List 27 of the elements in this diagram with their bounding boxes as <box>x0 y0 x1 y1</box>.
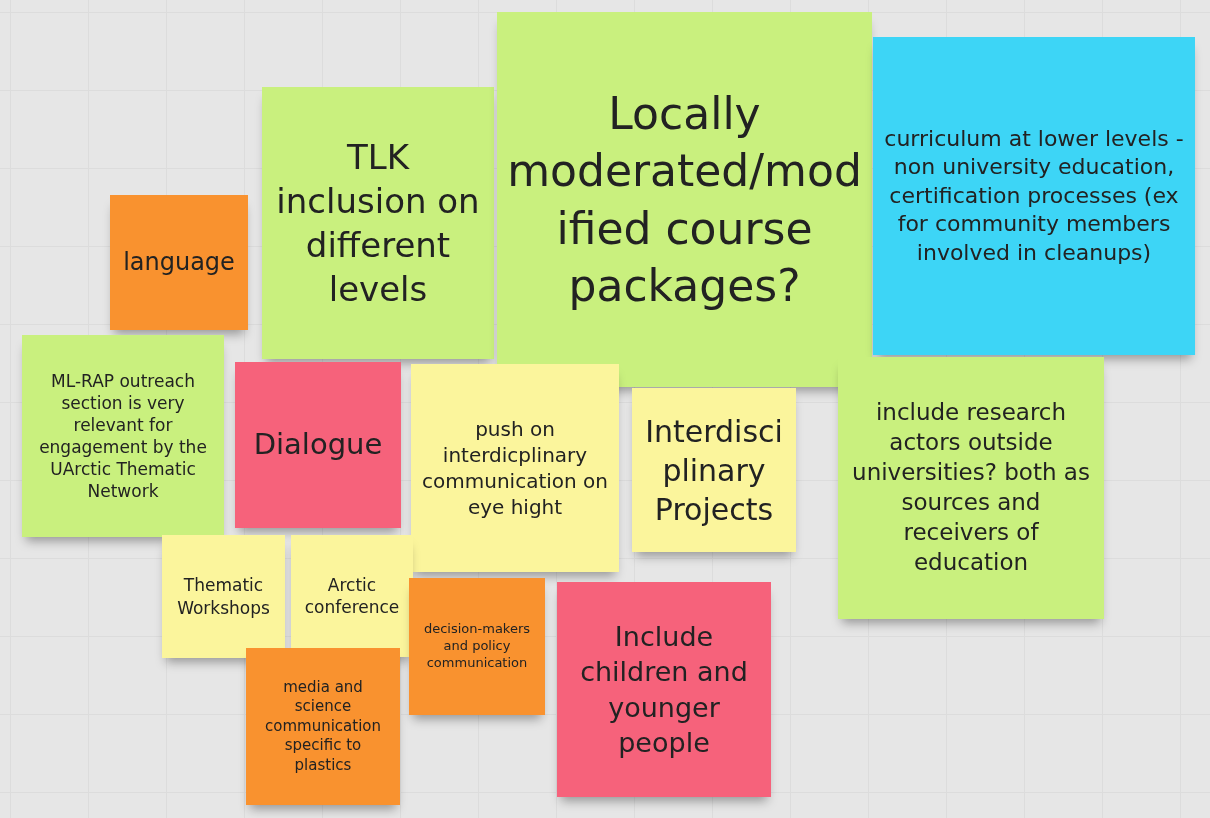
note-text: Include children and younger people <box>579 620 749 760</box>
sticky-note <box>411 364 619 572</box>
note-text: TLK inclusion on different levels <box>275 135 481 312</box>
note-text: Interdisciplinary Projects <box>644 412 784 529</box>
sticky-note <box>632 388 796 552</box>
sticky-note <box>110 195 248 330</box>
sticky-note <box>409 578 545 715</box>
sticky-note <box>162 535 285 658</box>
sticky-note <box>873 37 1195 355</box>
note-text: Locally moderated/modified course packages? <box>507 87 862 313</box>
note-text: push on interdicplinary communication on eye hight <box>421 416 609 520</box>
note-text: curriculum at lower levels - non university education, certification processes (ex for community members involved in cleanups) <box>883 124 1185 267</box>
sticky-note <box>235 362 401 528</box>
sticky-note <box>246 648 400 805</box>
note-text: decision-makers and policy communication <box>422 621 532 672</box>
note-text: Thematic Workshops <box>176 574 271 619</box>
note-text: media and science communication specific to plastics <box>264 677 382 776</box>
sticky-note <box>838 357 1104 619</box>
sticky-note <box>22 335 224 537</box>
sticky-note <box>557 582 771 797</box>
sticky-note <box>497 12 872 387</box>
note-text: Arctic conference <box>303 573 401 619</box>
note-text: language <box>123 246 235 278</box>
note-text: Dialogue <box>253 426 383 464</box>
sticky-note <box>262 87 494 359</box>
note-text: include research actors outside universities? both as sources and receivers of education <box>851 398 1091 577</box>
note-text: ML-RAP outreach section is very relevant for engagement by the UArctic Thematic Network <box>38 369 208 503</box>
